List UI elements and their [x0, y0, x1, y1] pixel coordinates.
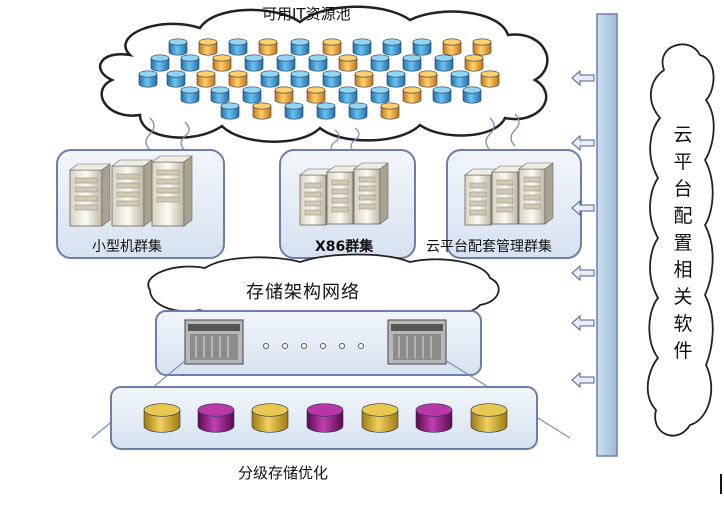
- database-cylinder-icon: [228, 38, 248, 56]
- database-cylinder-icon: [370, 86, 390, 104]
- database-cylinder-icon: [166, 70, 186, 88]
- database-cylinder-icon: [352, 38, 372, 56]
- database-cylinder-icon: [432, 86, 452, 104]
- database-cylinder-icon: [348, 102, 368, 120]
- database-cylinder-icon: [412, 38, 432, 56]
- database-cylinder-icon: [434, 54, 454, 72]
- disk-stack-icon: [415, 403, 453, 433]
- database-cylinder-icon: [290, 70, 310, 88]
- database-cylinder-icon: [220, 102, 240, 120]
- database-cylinder-icon: [382, 38, 402, 56]
- arrow-left-icon: [571, 69, 595, 87]
- arrow-left-icon: [571, 371, 595, 389]
- database-cylinder-icon: [380, 102, 400, 120]
- ellipsis-dots: [263, 343, 364, 349]
- database-cylinder-icon: [242, 86, 262, 104]
- database-cylinder-icon: [138, 70, 158, 88]
- database-cylinder-icon: [322, 38, 342, 56]
- disk-stack-icon: [143, 403, 181, 433]
- tiered-storage-disks: [143, 403, 508, 433]
- database-cylinder-icon: [338, 54, 358, 72]
- cluster-label-management: 云平台配套管理群集: [426, 239, 552, 255]
- database-cylinder-icon: [276, 54, 296, 72]
- database-cylinder-icon: [260, 70, 280, 88]
- config-bus-bar: [596, 13, 618, 457]
- database-cylinder-icon: [180, 86, 200, 104]
- tiered-storage-label: 分级存储优化: [238, 464, 329, 482]
- server-tower-icon: [464, 168, 500, 226]
- database-cylinder-icon: [308, 54, 328, 72]
- database-cylinder-icon: [212, 54, 232, 72]
- database-cylinder-icon: [258, 38, 278, 56]
- storage-array-left: [184, 319, 244, 365]
- connector-line: [180, 121, 190, 151]
- cluster-servers: [69, 155, 554, 227]
- database-cylinder-icon: [180, 54, 200, 72]
- storage-network-label: 存储架构网络: [246, 282, 360, 303]
- config-software-label: 云平台配置相关软件: [673, 124, 693, 362]
- server-tower-icon: [111, 159, 153, 227]
- resource-pool-label: 可用IT资源池: [262, 5, 351, 23]
- server-tower-icon: [151, 155, 193, 227]
- database-cylinder-icon: [322, 70, 342, 88]
- disk-stack-icon: [361, 403, 399, 433]
- disk-stack-icon: [197, 403, 235, 433]
- storage-array-right: [387, 319, 447, 365]
- database-cylinder-icon: [370, 54, 390, 72]
- disk-stack-icon: [306, 403, 344, 433]
- database-cylinder-icon: [480, 70, 500, 88]
- connector-line: [485, 117, 495, 151]
- disk-stack-icon: [251, 403, 289, 433]
- database-cylinder-icon: [274, 86, 294, 104]
- database-cylinder-icon: [284, 102, 304, 120]
- database-cylinder-icon: [462, 86, 482, 104]
- config-arrows: [571, 69, 595, 389]
- database-cylinder-icon: [198, 38, 218, 56]
- database-cylinder-icon: [442, 38, 462, 56]
- server-tower-icon: [69, 163, 111, 227]
- database-cylinder-icon: [450, 70, 470, 88]
- database-cylinder-icon: [306, 86, 326, 104]
- arrow-left-icon: [571, 314, 595, 332]
- database-cylinder-icon: [244, 54, 264, 72]
- database-cylinder-icon: [402, 86, 422, 104]
- connector-line: [350, 127, 360, 153]
- database-cylinder-icon: [228, 70, 248, 88]
- database-cylinder-icon: [150, 54, 170, 72]
- server-tower-icon: [353, 162, 389, 225]
- database-cylinder-icon: [290, 38, 310, 56]
- database-cylinder-icon: [418, 70, 438, 88]
- cluster-label-x86: X86群集: [315, 239, 374, 255]
- database-cylinder-icon: [402, 54, 422, 72]
- config-software-cloud: [646, 43, 715, 437]
- database-cylinder-icon: [196, 70, 216, 88]
- database-cylinder-icon: [252, 102, 272, 120]
- database-cylinder-icon: [168, 38, 188, 56]
- arrow-left-icon: [571, 134, 595, 152]
- cluster-label-minicomputer: 小型机群集: [92, 239, 162, 255]
- database-cylinder-icon: [386, 70, 406, 88]
- disk-stack-icon: [470, 403, 508, 433]
- connector-line: [145, 117, 155, 151]
- database-cylinder-icon: [354, 70, 374, 88]
- database-cylinder-icon: [464, 54, 484, 72]
- database-cylinder-icon: [210, 86, 230, 104]
- arrow-left-icon: [571, 199, 595, 217]
- database-cylinder-icon: [316, 102, 336, 120]
- connector-line: [510, 113, 520, 147]
- database-cylinder-icon: [472, 38, 492, 56]
- database-cylinder-icon: [338, 86, 358, 104]
- server-tower-icon: [518, 162, 554, 225]
- resource-pool-cylinders: [138, 38, 500, 120]
- arrow-left-icon: [571, 264, 595, 282]
